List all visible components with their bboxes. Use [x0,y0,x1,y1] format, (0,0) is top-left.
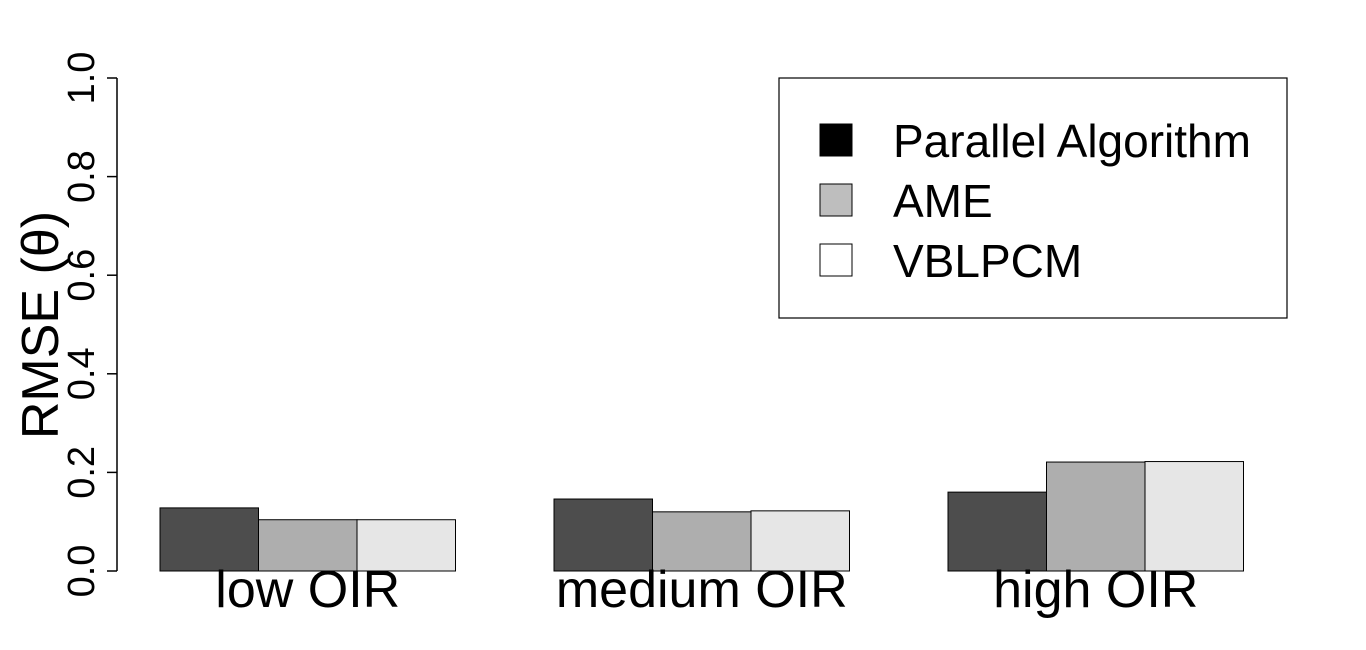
bar-parallel-algorithm-2 [947,491,1047,572]
y-tick-label: 0.0 [61,545,103,598]
y-tick-label: 0.4 [61,347,103,400]
legend-swatch [819,123,853,157]
y-axis-label: RMSE (θ) [12,211,70,439]
y-tick-label: 0.6 [61,249,103,302]
bar-vblpcm-1 [750,510,850,572]
legend-swatch [819,183,853,217]
y-tick-label: 1.0 [61,52,103,105]
bar-vblpcm-2 [1144,461,1244,572]
legend-label: AME [893,175,993,227]
x-category-label: low OIR [215,561,400,619]
legend-swatch [819,243,853,277]
y-tick-label: 0.8 [61,150,103,203]
y-tick-label: 0.2 [61,446,103,499]
x-category-label: medium OIR [556,561,848,619]
legend-label: VBLPCM [893,235,1082,287]
bar-vblpcm-0 [356,519,456,572]
bar-ame-0 [258,519,358,572]
y-axis: 0.0 0.2 0.4 0.6 0.8 1.0 [61,52,118,598]
bars [159,461,1244,572]
bar-ame-2 [1046,461,1146,572]
x-axis-labels: low OIR medium OIR high OIR [215,561,1198,619]
legend-box [778,77,1288,319]
x-category-label: high OIR [993,561,1198,619]
legend-label: Parallel Algorithm [893,115,1251,167]
bar-parallel-algorithm-0 [159,507,259,572]
bar-parallel-algorithm-1 [553,498,653,572]
